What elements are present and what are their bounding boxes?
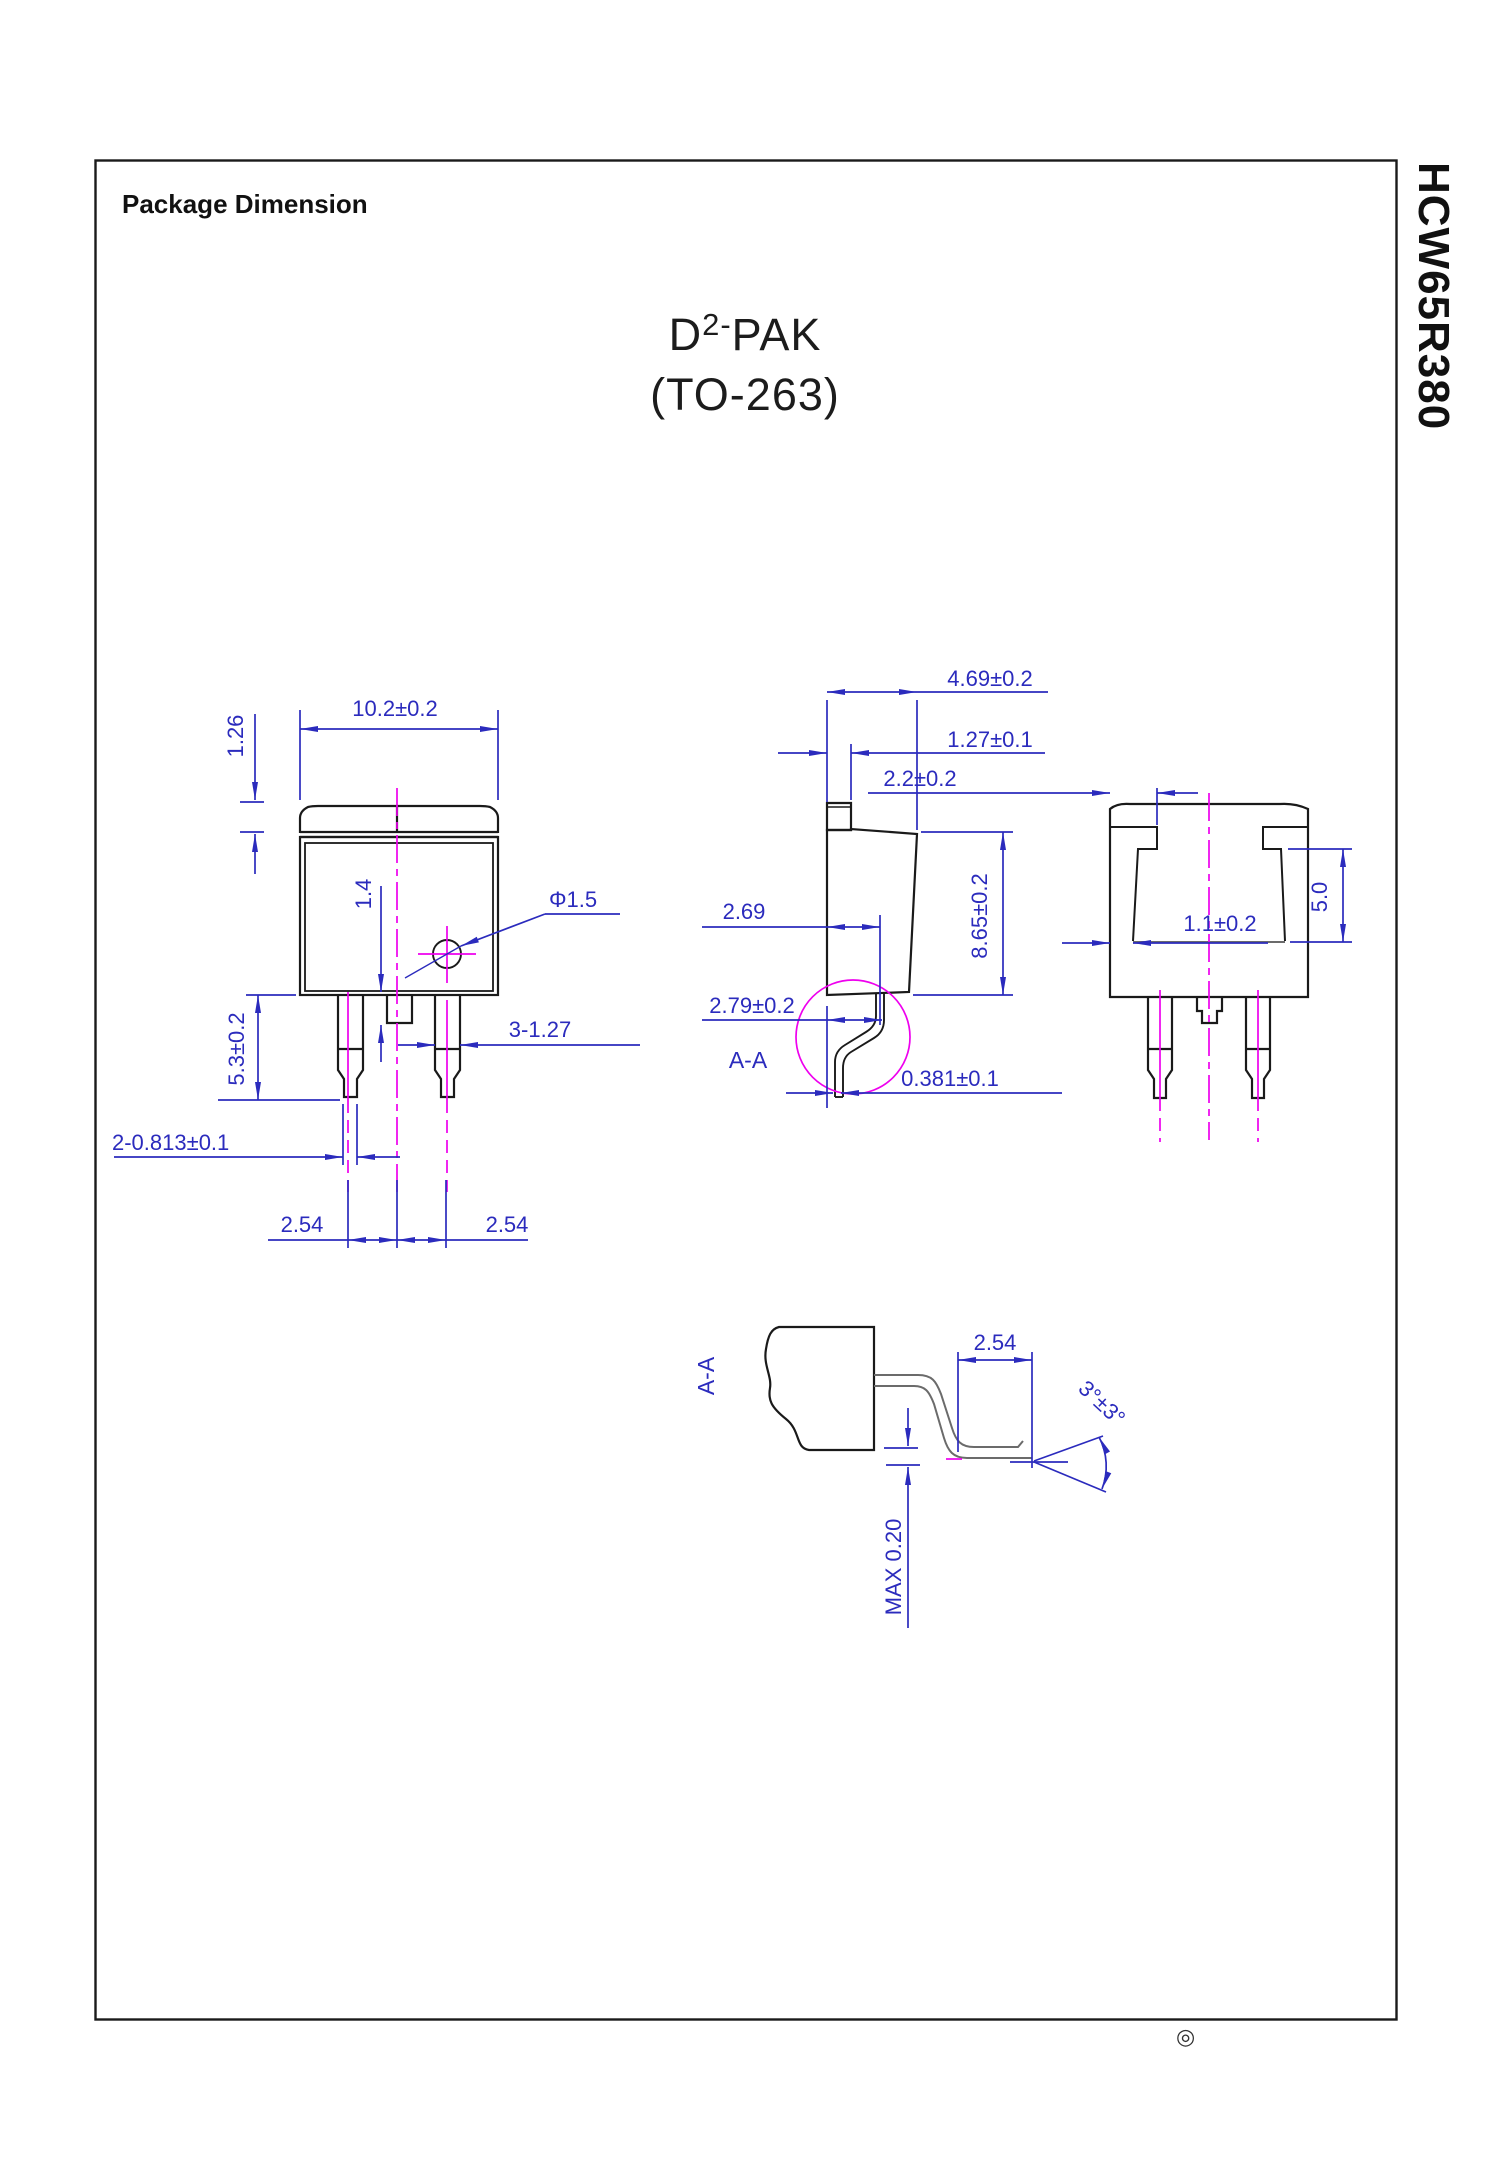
- dim-tab-thickness: 1.27±0.1: [947, 727, 1032, 752]
- side-dimension-lines: [702, 689, 1062, 1108]
- front-body-outline: [298, 804, 500, 1099]
- package-name-superscript: 2-: [702, 307, 732, 342]
- back-centerlines: [1159, 793, 1259, 1142]
- dim-body-width: 10.2±0.2: [352, 696, 437, 721]
- package-alt-name: (TO-263): [650, 369, 840, 420]
- package-name-d: D: [669, 309, 703, 360]
- back-dimension-lines: [868, 788, 1352, 946]
- dim-body-height: 8.65±0.2: [967, 873, 992, 958]
- dim-pitch-right: 2.54: [486, 1212, 529, 1237]
- package-name-rest: PAK: [732, 309, 822, 360]
- dim-face-to-lead-outer: 2.79±0.2: [709, 993, 794, 1018]
- page-border: [94, 159, 1398, 2021]
- section-dimension-lines: [884, 1352, 1112, 1628]
- side-body-outline: [825, 801, 919, 1098]
- section-view: A-A 2.54 3°±3° MAX 0.20: [693, 1325, 1131, 1628]
- section-detail-circle: [795, 979, 911, 1095]
- dim-standoff: MAX 0.20: [881, 1519, 906, 1616]
- dim-notch-inset: 2.2±0.2: [883, 766, 956, 791]
- dim-stub-offset: 1.4: [351, 879, 376, 910]
- front-view: 10.2±0.2 1.26 1.4 Φ1.5 5.3±0.2 3-1.27 2-…: [112, 696, 640, 1248]
- dim-hole-diameter: Φ1.5: [549, 887, 597, 912]
- dim-lead-thickness: 0.381±0.1: [901, 1066, 999, 1091]
- dim-tab-ledge: 1.26: [223, 715, 248, 758]
- dim-tab-height: 5.0: [1307, 882, 1332, 913]
- dim-slant-offset: 1.1±0.2: [1183, 911, 1256, 936]
- registered-mark: ◎: [1176, 2024, 1195, 2049]
- page-title: Package Dimension: [122, 189, 368, 219]
- dim-face-to-lead: 2.69: [723, 899, 766, 924]
- dim-lead-width: 3-1.27: [509, 1017, 571, 1042]
- dim-lead-length: 5.3±0.2: [224, 1012, 249, 1085]
- front-dimension-lines: [114, 710, 640, 1248]
- part-number-side-label: HCW65R380: [1409, 162, 1458, 430]
- front-centerlines: [347, 788, 476, 1192]
- package-name: D2-PAK: [669, 307, 822, 360]
- dim-body-depth: 4.69±0.2: [947, 666, 1032, 691]
- dim-lead-tip-width: 2-0.813±0.1: [112, 1130, 229, 1155]
- back-view: 2.2±0.2 1.1±0.2 5.0: [868, 766, 1352, 1142]
- section-body-outline: [764, 1325, 1032, 1459]
- dim-foot-angle: 3°±3°: [1074, 1375, 1131, 1430]
- dim-pitch-left: 2.54: [281, 1212, 324, 1237]
- side-view: 4.69±0.2 1.27±0.1 2.69 8.65±0.2 2.79±0.2…: [702, 666, 1062, 1108]
- section-cut-label: A-A: [729, 1047, 768, 1073]
- back-body-outline: [1108, 802, 1310, 1100]
- dim-foot-length: 2.54: [974, 1330, 1017, 1355]
- section-view-label: A-A: [693, 1356, 719, 1395]
